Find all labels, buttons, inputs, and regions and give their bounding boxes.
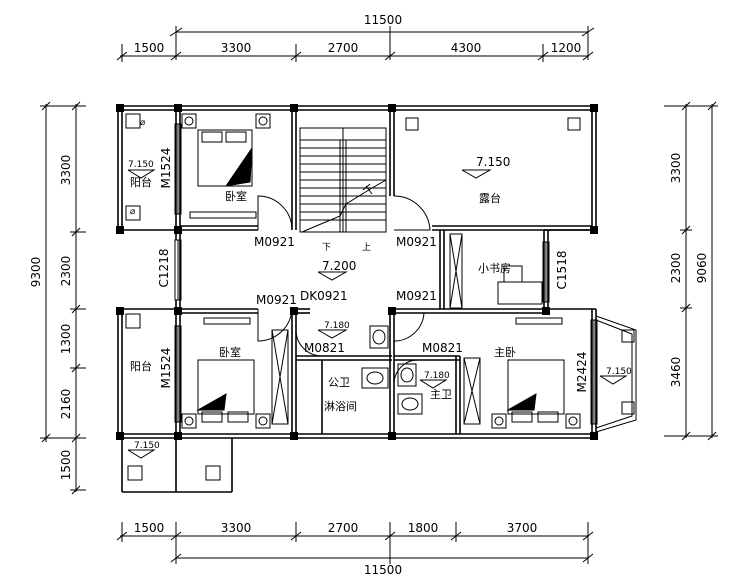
top-dim-5: 1200 [551, 41, 582, 55]
m0921-a-label: M0921 [254, 235, 295, 249]
top-dim-4: 4300 [451, 41, 482, 55]
door-swings [257, 195, 431, 385]
left-dim-3: 1300 [59, 324, 73, 355]
stair-up-label: 上 [362, 242, 371, 253]
balcony-nw: ⌀ ⌀ 7.150 阳台 M1524 [125, 113, 173, 221]
top-dim-2: 3300 [221, 41, 252, 55]
drain-icon: ⌀ [140, 118, 146, 128]
m0921-d-label: M0921 [396, 289, 437, 303]
m1524-top-label: M1524 [159, 148, 173, 189]
elevation-master-bath: 7.180 [424, 371, 450, 381]
master-bath: 7.180 M0821 主卫 [397, 341, 463, 415]
stair-down-label: 下 [322, 243, 331, 253]
elevation-public-bath: 7.180 [324, 321, 350, 331]
right-dimensions: 3300 2300 3460 9060 [664, 101, 718, 441]
m2424-label: M2424 [575, 352, 589, 393]
top-dim-3: 2700 [328, 41, 359, 55]
m0821-b-label: M0821 [422, 341, 463, 355]
right-dim-1: 3300 [669, 153, 683, 184]
m0921-c-label: M0921 [256, 293, 297, 307]
right-dim-3: 3460 [669, 357, 683, 388]
study: 小书房 C1518 [449, 233, 569, 309]
bed-sw: 卧室 [181, 317, 289, 429]
drain-icon: ⌀ [130, 207, 136, 217]
top-dimensions: 11500 1500 3300 2700 4300 1200 [116, 13, 595, 62]
windows [174, 123, 637, 433]
master-bath-label: 主卫 [430, 388, 452, 401]
public-bath: 7.180 M0821 公卫 淋浴间 [304, 321, 389, 413]
bed-master: 主卧 M2424 7.150 [463, 317, 632, 429]
master-bedroom-label: 主卧 [494, 346, 516, 359]
m0821-a-label: M0821 [304, 341, 345, 355]
balcony-sw: 阳台 M1524 7.150 [125, 313, 221, 481]
public-bath-label: 公卫 [328, 376, 350, 389]
structural-columns [116, 104, 598, 440]
terrace-label: 露台 [479, 191, 501, 205]
top-dim-1: 1500 [134, 41, 165, 55]
left-dim-5: 1500 [59, 450, 73, 481]
bottom-dim-5: 3700 [507, 521, 538, 535]
left-dim-2: 2300 [59, 256, 73, 287]
bottom-dim-2: 3300 [221, 521, 252, 535]
elevation-terrace: 7.150 [476, 155, 510, 169]
bottom-dim-4: 1800 [408, 521, 439, 535]
m0921-b-label: M0921 [396, 235, 437, 249]
study-label: 小书房 [478, 262, 511, 275]
left-dimensions: 9300 3300 2300 1300 2160 1500 [29, 101, 86, 495]
elevation-balcony-sw: 7.150 [134, 441, 160, 451]
bottom-dim-3: 2700 [328, 521, 359, 535]
right-total-dim: 9060 [695, 253, 709, 284]
hall: M0921 M0921 C1218 7.200 DK0921 M0921 M09… [157, 235, 437, 307]
dk0921-label: DK0921 [300, 289, 348, 303]
c1218-label: C1218 [157, 249, 171, 288]
walls [117, 105, 597, 493]
shower-room-label: 淋浴间 [324, 400, 357, 413]
bed-nw: 卧室 [181, 113, 271, 219]
left-dim-4: 2160 [59, 389, 73, 420]
c1518-label: C1518 [555, 251, 569, 290]
balcony-nw-label: 阳台 [130, 175, 152, 189]
terrace: 7.150 露台 [405, 117, 581, 205]
bottom-dimensions: 1500 3300 2700 1800 3700 11500 [116, 521, 594, 577]
bottom-dim-1: 1500 [134, 521, 165, 535]
balcony-sw-label: 阳台 [130, 359, 152, 373]
bedroom-sw-label: 卧室 [219, 345, 241, 359]
elevation-balcony-nw: 7.150 [128, 160, 154, 170]
right-dim-2: 2300 [669, 253, 683, 284]
bottom-total-dim: 11500 [364, 563, 402, 577]
stair: 下 上 [299, 127, 387, 253]
elevation-bay: 7.150 [606, 367, 632, 377]
elevation-hall: 7.200 [322, 259, 356, 273]
bedroom-nw-label: 卧室 [225, 189, 247, 203]
m1524-bottom-label: M1524 [159, 348, 173, 389]
top-total-dim: 11500 [364, 13, 402, 27]
left-dim-1: 3300 [59, 155, 73, 186]
left-total-dim: 9300 [29, 257, 43, 288]
